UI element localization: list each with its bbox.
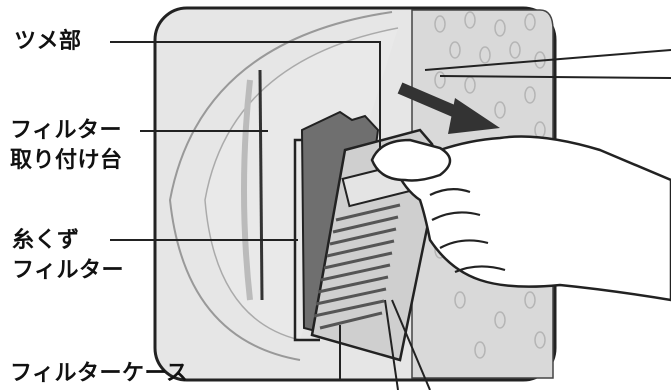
- label-filter-mount: フィルター 取り付け台: [10, 116, 123, 176]
- label-lint-filter-line2: フィルター: [12, 256, 124, 286]
- label-lint-filter-line1: 糸くず: [12, 226, 124, 256]
- label-tsume: ツメ部: [14, 27, 82, 57]
- drum-gasket: [260, 70, 262, 300]
- label-lint-filter: 糸くず フィルター: [12, 226, 124, 286]
- label-filter-mount-line2: 取り付け台: [10, 146, 123, 176]
- label-filter-mount-line1: フィルター: [10, 116, 123, 146]
- label-filter-case: フィルターケース: [10, 359, 188, 389]
